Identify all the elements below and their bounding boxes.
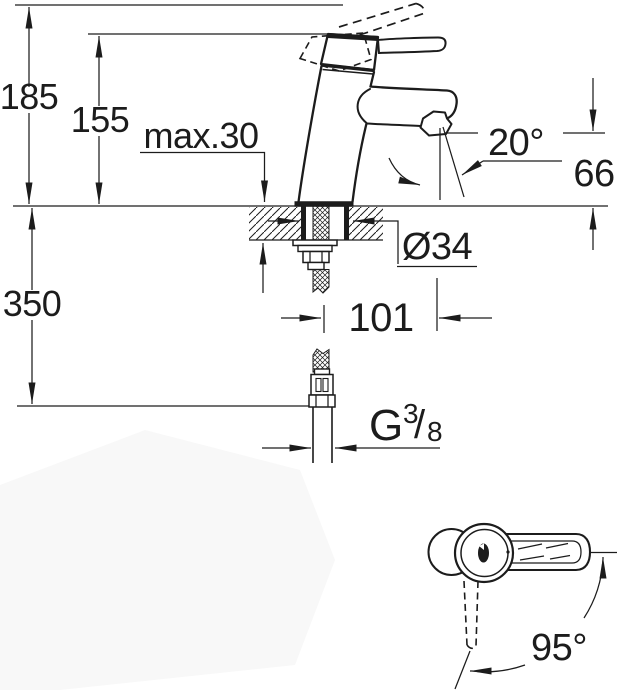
- dim-spray-angle-20: 20°: [445, 122, 605, 176]
- pivot-dot: [506, 550, 510, 554]
- dim-body-height-155: 155: [71, 36, 130, 204]
- thread-numerator-label: 3: [403, 398, 418, 429]
- hose-in-shank: [312, 205, 330, 241]
- faucet-side-view: [294, 2, 465, 207]
- dim-supply-length-350: 350: [3, 208, 62, 404]
- dim-95deg-label: 95°: [531, 627, 587, 669]
- thread-g-label: G: [369, 401, 403, 450]
- head-bottom-seam-line: [322, 68, 374, 75]
- dim-max-deck-thickness: max.30: [140, 115, 268, 293]
- spray-direction: [388, 126, 465, 200]
- dim-spout-reach-101: 101: [281, 296, 492, 340]
- shank-wall-left: [301, 206, 306, 240]
- handle-top-view: 95°: [427, 522, 617, 690]
- countertop-hatch-left: [249, 207, 301, 240]
- faucet-body: [294, 64, 458, 207]
- countertop-hatch-right: [349, 207, 383, 240]
- spray-angled-line: [442, 126, 465, 198]
- head-bottom-seam: [320, 63, 375, 73]
- lever-rotated-dashed: [463, 580, 479, 650]
- hose-upper-segment: [312, 269, 330, 294]
- head-top-seam: [327, 33, 379, 41]
- dim-dia34-label: Ø34: [402, 226, 473, 268]
- spray-swivel-arc-arrow: [388, 157, 421, 186]
- dim-66-label: 66: [573, 153, 614, 195]
- dim-outlet-height-66: 66: [573, 78, 615, 250]
- scan-shadow: [0, 430, 335, 690]
- lever-handle: [376, 36, 447, 55]
- hose-connection-nut: [308, 394, 336, 408]
- faucet-head: [319, 32, 380, 75]
- mounting-washer: [292, 239, 338, 247]
- body-neck-curve: [356, 88, 371, 124]
- dim-20deg-label: 20°: [488, 122, 544, 164]
- dim-350-label: 350: [3, 283, 62, 324]
- lever-top-view: [504, 532, 592, 572]
- lever-extension-line: [454, 650, 471, 690]
- flexible-supply-hose: [308, 269, 336, 463]
- dim-total-height-185: 185: [0, 7, 59, 204]
- dim-155-label: 155: [71, 99, 130, 140]
- dim-handle-swivel-95: 95°: [470, 551, 617, 675]
- connection-tube: [312, 407, 333, 463]
- hose-lower-segment: [312, 348, 330, 373]
- thread-denominator-label: 8: [427, 416, 442, 447]
- hose-crimp-ferrule: [310, 368, 334, 396]
- indicator-slot: [478, 543, 489, 563]
- shank-wall-right: [344, 206, 349, 240]
- dim-185-label: 185: [0, 76, 58, 117]
- mounting-nut: [302, 250, 330, 264]
- spout-top-edge: [369, 85, 458, 120]
- thread-slash: /: [414, 403, 426, 447]
- aerator: [419, 110, 453, 137]
- lever-raised-dashed: [338, 2, 426, 36]
- mounting-hardware: [292, 205, 349, 271]
- head-tilted-dashed: [298, 32, 372, 72]
- mounting-washer-lower: [297, 244, 333, 253]
- dim-max30-label: max.30: [143, 115, 258, 156]
- spout-bottom-edge: [366, 122, 422, 127]
- dim-thread-g38: G 3 / 8: [262, 398, 443, 452]
- dim-101-label: 101: [348, 296, 413, 340]
- dim-hole-diameter-34: Ø34: [268, 217, 477, 331]
- shank-collar: [307, 261, 325, 271]
